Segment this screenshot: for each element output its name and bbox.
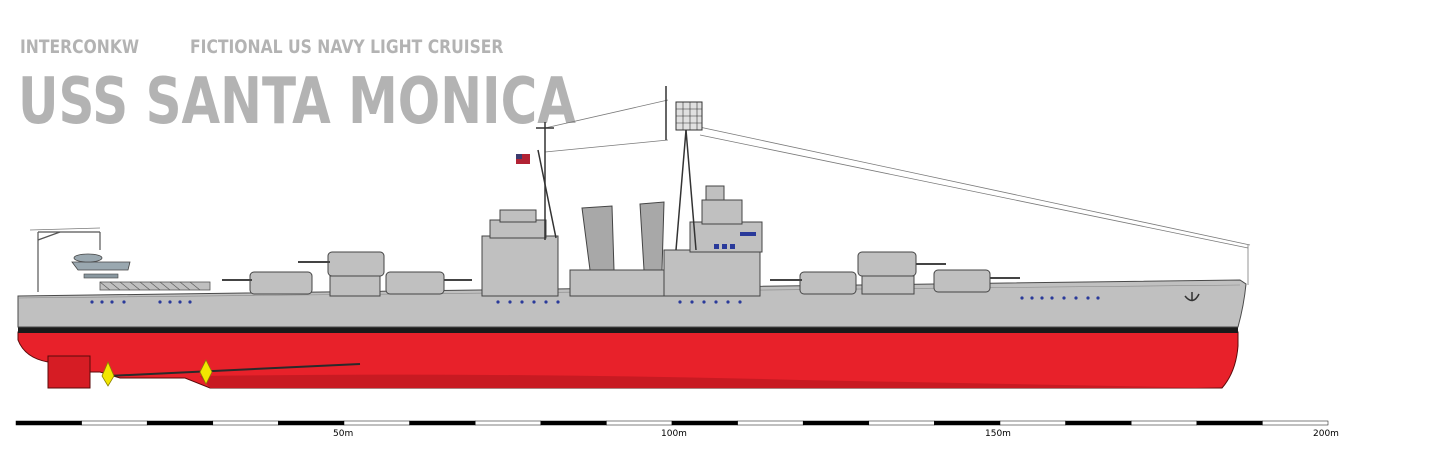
scale-segment: [343, 420, 410, 426]
scale-segment: [15, 420, 82, 426]
ship-name-title: USS SANTA MONICA: [18, 65, 576, 139]
scale-segment: [1130, 420, 1198, 426]
scale-segment: [802, 420, 870, 426]
propeller-shaft: [107, 363, 361, 377]
scale-segment: [999, 420, 1066, 426]
scale-segment: [1196, 420, 1263, 426]
bridge-windows: [714, 232, 756, 249]
propeller-aft: [101, 360, 115, 387]
scale-segment: [474, 420, 542, 426]
scale-segment: [146, 420, 214, 426]
rudder: [47, 355, 91, 389]
turret-fwd-2: [857, 251, 946, 295]
turret-aft-2: [298, 251, 385, 297]
boot-top-stripe: [18, 327, 1238, 333]
anchor-icon: [1184, 292, 1200, 302]
aft-mast: [536, 122, 557, 240]
scale-segment: [1262, 420, 1329, 426]
scale-segment: [409, 420, 476, 426]
scale-segment: [868, 420, 935, 426]
scale-label-200m: 200m: [1313, 429, 1339, 439]
turret-fwd-1: [770, 271, 857, 295]
scale-label-50m: 50m: [333, 429, 353, 439]
scale-segment: [934, 420, 1001, 426]
scale-segment: [606, 420, 673, 426]
portholes: [90, 296, 1100, 304]
scale-segment: [212, 420, 279, 426]
scale-label-100m: 100m: [661, 429, 687, 439]
scale-segments: [15, 420, 1329, 426]
scale-segment: [81, 420, 148, 426]
author-label: INTERCONKW: [20, 36, 140, 58]
hull-shading: [200, 374, 1222, 388]
aft-superstructure: [481, 209, 559, 297]
hull-lower-red: [17, 331, 1239, 389]
scale-label-150m: 150m: [985, 429, 1011, 439]
subtitle-label: FICTIONAL US NAVY LIGHT CRUISER: [190, 36, 504, 58]
scale-segment: [1065, 420, 1132, 426]
propeller-fwd: [199, 359, 213, 385]
scale-segment: [737, 420, 804, 426]
turret-aft-1: [222, 271, 313, 295]
us-flag: [516, 154, 530, 164]
scale-segment: [671, 420, 738, 426]
rigging-lines: [29, 99, 1251, 285]
forward-mast: [665, 86, 697, 251]
scale-segment: [278, 420, 345, 426]
seaplane: [71, 253, 131, 279]
aircraft-crane: [37, 231, 101, 292]
scale-segment: [540, 420, 607, 426]
turret-aft-3: [385, 271, 472, 295]
turret-fwd-3: [933, 269, 1020, 293]
